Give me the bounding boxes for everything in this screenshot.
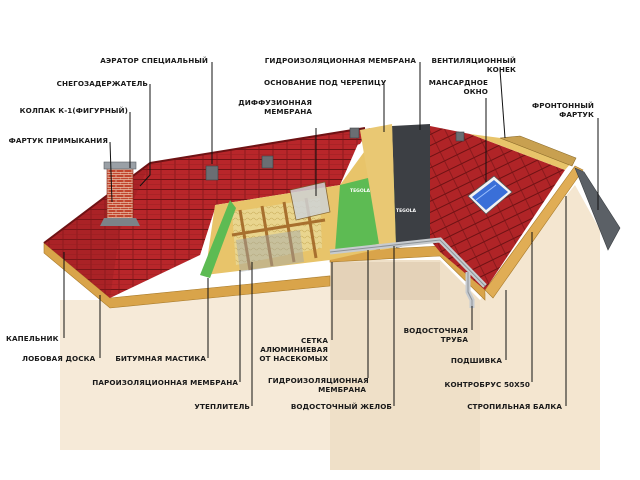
aerator-icon xyxy=(455,131,465,142)
label-snow-guard: СНЕГОЗАДЕРЖАТЕЛЬ xyxy=(56,79,148,88)
label-gutter: ВОДОСТОЧНЫЙ ЖЕЛОБ xyxy=(290,402,392,411)
gutter-system xyxy=(329,237,487,308)
label-tile-base: ОСНОВАНИЕ ПОД ЧЕРЕПИЦУ xyxy=(264,78,387,87)
ridge-line xyxy=(149,127,366,164)
label-dormer-window: МАНСАРДНОЕ ОКНО xyxy=(424,78,488,96)
label-gable-line1: ФРОНТОННЫЙ xyxy=(531,101,594,110)
gable-wall xyxy=(480,185,600,470)
label-fascia: ЛОБОВАЯ ДОСКА xyxy=(22,354,96,363)
leader-lines xyxy=(63,62,599,406)
label-soffit: ПОДШИВКА xyxy=(450,356,502,365)
label-waterproof-top: ГИДРОИЗОЛЯЦИОННАЯ МЕМБРАНА xyxy=(264,56,416,65)
vapor-film xyxy=(236,230,304,272)
membrane-print-marks: TEGOLA TEGOLA xyxy=(350,188,417,214)
vent-ridge xyxy=(499,135,577,167)
dormer-window-roof-cut xyxy=(289,181,331,221)
label-mesh-line3: ОТ НАСЕКОМЫХ xyxy=(259,354,328,363)
label-vapor-barrier: ПАРОИЗОЛЯЦИОННАЯ МЕМБРАНА xyxy=(92,378,238,387)
label-waterproof-bottom-line1: ГИДРОИЗОЛЯЦИОННАЯ xyxy=(268,376,369,385)
label-diffusion-line2: МЕМБРАНА xyxy=(264,107,312,116)
cutaway-layers: TEGOLA TEGOLA xyxy=(200,124,430,278)
label-vent-ridge-line2: КОНЕК xyxy=(486,65,516,74)
front-wall xyxy=(60,275,330,450)
right-roof-top xyxy=(470,134,572,170)
aerator-icon xyxy=(205,165,219,181)
label-waterproof-bottom: ГИДРОИЗОЛЯЦИОННАЯ МЕМБРАНА xyxy=(268,376,369,394)
label-vent-ridge-line1: ВЕНТИЛЯЦИОННЫЙ xyxy=(431,56,516,65)
label-downpipe: ВОДОСТОЧНАЯ ТРУБА xyxy=(398,326,468,344)
label-mesh-line1: СЕТКА xyxy=(300,336,328,345)
label-insulation: УТЕПЛИТЕЛЬ xyxy=(194,402,250,411)
label-waterproof-bottom-line2: МЕМБРАНА xyxy=(318,385,366,394)
label-aerator: АЭРАТОР СПЕЦИАЛЬНЫЙ xyxy=(100,56,208,65)
right-roof-slope xyxy=(430,126,565,290)
label-downpipe-line1: ВОДОСТОЧНАЯ xyxy=(403,326,468,335)
chimney-cap xyxy=(103,161,137,170)
fascia-gable xyxy=(484,165,584,299)
diffusion-membrane-green-1 xyxy=(200,200,236,278)
label-insect-mesh: СЕТКА АЛЮМИНИЕВАЯ ОТ НАСЕКОМЫХ xyxy=(254,336,328,363)
roof-main-upper xyxy=(150,128,365,255)
membrane-print: TEGOLA xyxy=(350,188,371,194)
label-downpipe-line2: ТРУБА xyxy=(440,335,468,344)
membrane-print: TEGOLA xyxy=(396,208,417,214)
wall-shadow xyxy=(330,262,440,300)
aerator-icon xyxy=(349,127,360,139)
aerators xyxy=(205,127,465,181)
label-gable-line2: ФАРТУК xyxy=(559,110,594,119)
tile-base-board xyxy=(360,124,396,250)
label-bitumen: БИТУМНАЯ МАСТИКА xyxy=(115,354,206,363)
label-drip-edge: КАПЕЛЬНИК xyxy=(6,334,59,343)
label-gable-apron: ФРОНТОННЫЙ ФАРТУК xyxy=(522,101,594,119)
label-counter-batten: КОНТРОБРУС 50Х50 xyxy=(444,380,530,389)
label-rafter: СТРОПИЛЬНАЯ БАЛКА xyxy=(467,402,562,411)
label-diffusion-membrane: ДИФФУЗИОННАЯ МЕМБРАНА xyxy=(230,98,312,116)
label-flashing-apron: ФАРТУК ПРИМЫКАНИЯ xyxy=(8,136,108,145)
label-mesh-line2: АЛЮМИНИЕВАЯ xyxy=(260,345,328,354)
label-dormer-line2: ОКНО xyxy=(463,87,488,96)
chimney-apron xyxy=(100,218,140,226)
right-roof xyxy=(430,126,577,290)
waterproof-membrane-dark xyxy=(392,124,430,248)
roof-window xyxy=(467,175,513,215)
label-diffusion-line1: ДИФФУЗИОННАЯ xyxy=(238,98,312,107)
label-dormer-line1: МАНСАРДНОЕ xyxy=(428,78,488,87)
aerator-icon xyxy=(261,155,274,169)
label-vent-ridge: ВЕНТИЛЯЦИОННЫЙ КОНЕК xyxy=(424,56,516,74)
label-cap: КОЛПАК К-1(ФИГУРНЫЙ) xyxy=(19,106,128,115)
